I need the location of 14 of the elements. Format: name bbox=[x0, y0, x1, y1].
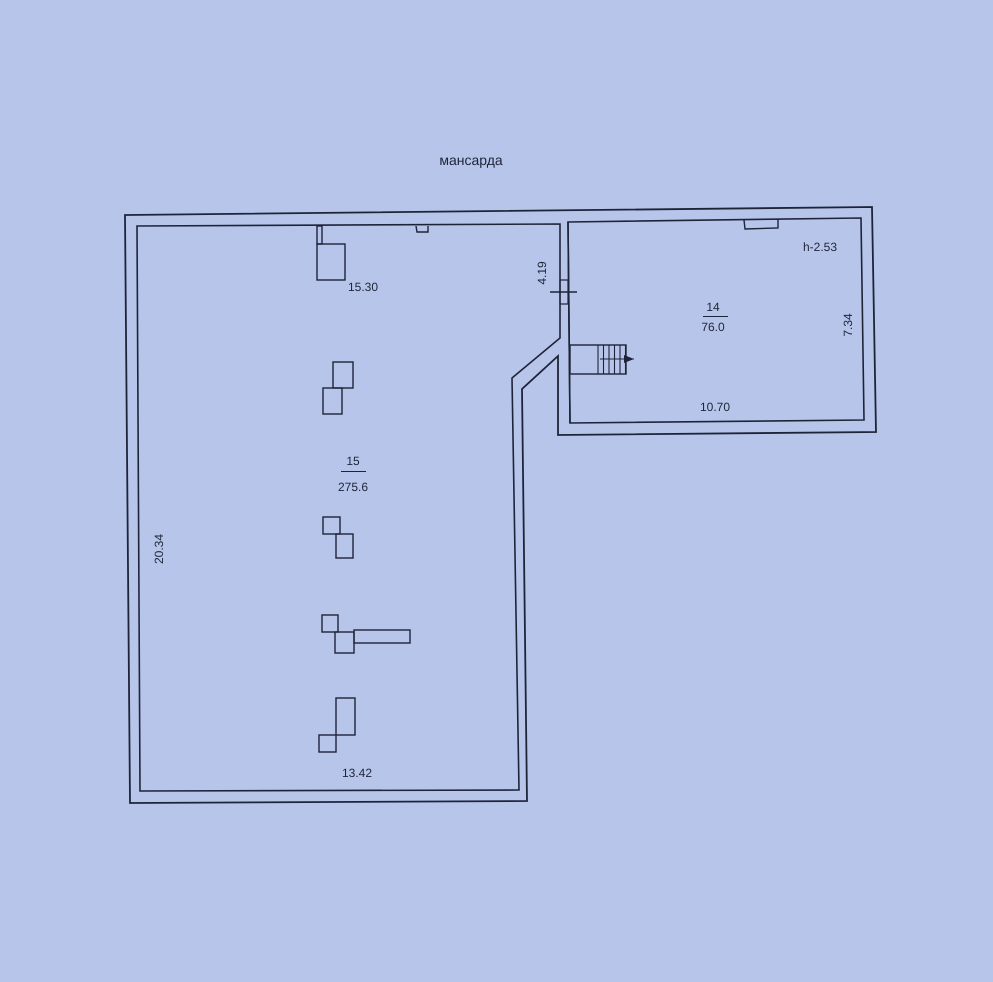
room-number: 15 bbox=[346, 454, 360, 468]
dimension-label: 4.19 bbox=[535, 261, 549, 285]
dimension-label: 13.42 bbox=[342, 766, 372, 780]
room-area: 275.6 bbox=[338, 480, 368, 494]
room-number: 14 bbox=[706, 300, 720, 314]
plan-title: мансарда bbox=[439, 153, 503, 167]
room-outline bbox=[568, 218, 864, 423]
room-area: 76.0 bbox=[701, 320, 725, 334]
dimension-label: 15.30 bbox=[348, 280, 378, 294]
dimension-label: 7.34 bbox=[841, 313, 855, 337]
room-outline bbox=[137, 224, 560, 791]
dimension-label: 20.34 bbox=[152, 534, 166, 564]
dimension-label: 10.70 bbox=[700, 400, 730, 414]
ceiling-height-label: h-2.53 bbox=[802, 240, 838, 254]
